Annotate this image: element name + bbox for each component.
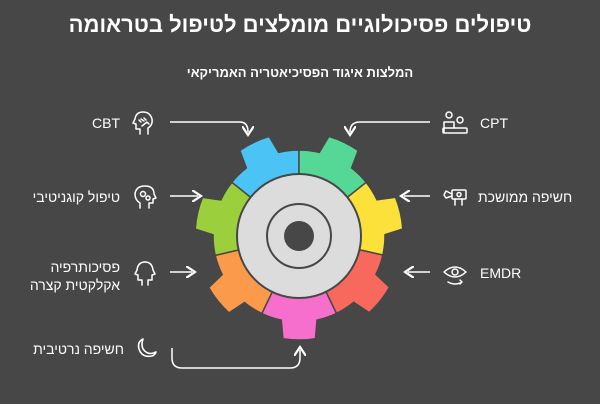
arrow-cbt [170,121,248,132]
label-eclectic-line1: פסיכותרפיה [50,259,120,275]
gear-center-hole [284,221,314,251]
label-narrative: חשיפה נרטיבית [33,341,124,357]
arrow-cpt [350,121,430,132]
projector-icon [440,182,470,212]
page-title: טיפולים פסיכולוגיים מומלצים לטיפול בטראו… [68,12,532,37]
label-cbt: CBT [92,115,120,131]
label-eclectic: אקלקטית קצרה [29,277,120,293]
label-cpt: CPT [480,115,508,131]
page-subtitle: המלצות איגוד הפסיכיאטריה האמריקאי [186,65,414,80]
patient-therapist-icon [440,108,470,138]
head-hand-icon [128,108,158,138]
label-cognitive: טיפול קוגניטיבי [32,189,120,205]
moon-icon [132,334,162,364]
eye-cycle-icon [440,258,470,288]
arrow-narrative [171,348,300,369]
head-gears-icon [130,182,160,212]
label-emdr: EMDR [480,265,522,281]
profile-heads-icon [130,258,160,288]
label-prolonged: חשיפה ממושכת [478,189,573,205]
